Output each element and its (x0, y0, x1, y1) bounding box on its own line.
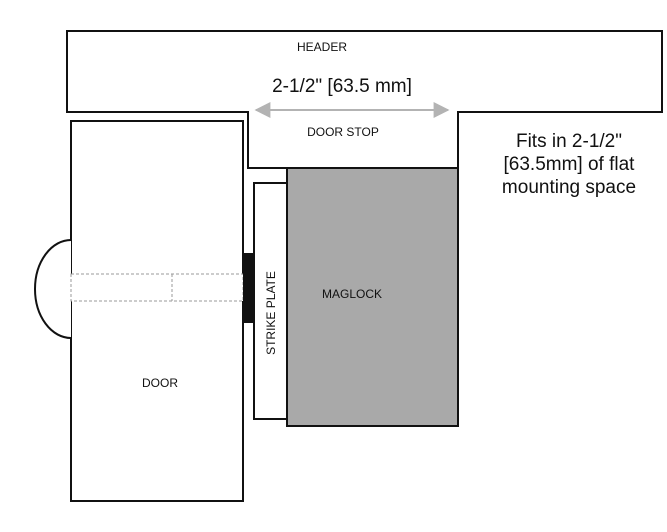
dimension-label: 2-1/2" [63.5 mm] (272, 76, 412, 97)
mounting-note: Fits in 2-1/2" [63.5mm] of flat mounting… (484, 130, 654, 199)
maglock (286, 167, 459, 427)
mounting-note-line-3: mounting space (501, 177, 637, 198)
header-doorstop-outline (67, 0, 667, 31)
door-stop-label: DOOR STOP (307, 125, 379, 139)
mounting-note-line-1: Fits in 2-1/2" (515, 131, 622, 152)
door-handle (34, 239, 72, 339)
strike-mount-bar (243, 253, 254, 323)
strike-plate-label: STRIKE PLATE (264, 271, 278, 355)
door-label: DOOR (142, 376, 178, 390)
header-label: HEADER (297, 40, 347, 54)
door (70, 120, 244, 502)
maglock-label: MAGLOCK (322, 287, 382, 301)
latch-bolt (70, 273, 244, 302)
strike-plate (253, 182, 288, 420)
mounting-note-line-2: [63.5mm] of flat (503, 154, 635, 175)
